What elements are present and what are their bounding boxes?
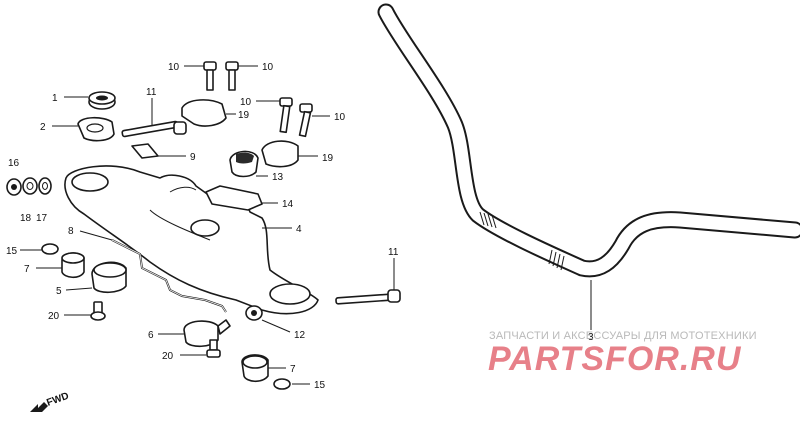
callout-14: 14 — [282, 199, 294, 210]
callout-9: 9 — [190, 152, 196, 163]
callout-10: 10 — [334, 112, 346, 123]
watermark-brand-logo: PARTSFOR.RU — [488, 340, 742, 378]
callout-10: 10 — [240, 97, 252, 108]
callout-7: 7 — [24, 264, 30, 275]
plate-9 — [131, 143, 159, 159]
callout-4: 4 — [296, 224, 302, 235]
bolt-10c — [279, 97, 293, 134]
callout-3: 3 — [588, 332, 594, 343]
bush-7-upper — [61, 252, 85, 279]
washer-17 — [38, 177, 52, 195]
washer-plate-2 — [77, 116, 115, 142]
bolt-10a — [203, 61, 217, 91]
callout-2: 2 — [40, 122, 46, 133]
callout-8: 8 — [68, 226, 74, 237]
callout-13: 13 — [272, 172, 284, 183]
washer-15-lower — [273, 378, 291, 390]
callout-10: 10 — [262, 62, 274, 73]
bolt-11-upper — [121, 120, 187, 138]
upper-holder-19a — [181, 99, 227, 127]
callout-12: 12 — [294, 330, 306, 341]
bolt-11-right — [335, 289, 401, 305]
watermark-tagline: ЗАПЧАСТИ И АКСЕССУАРЫ ДЛЯ МОТОТЕХНИКИ — [489, 330, 757, 342]
callout-5: 5 — [56, 286, 62, 297]
callout-11: 11 — [388, 247, 399, 258]
lower-holder-6 — [183, 319, 231, 348]
callout-18: 18 — [20, 213, 32, 224]
handlebar — [377, 3, 800, 330]
fwd-label: FWD — [45, 392, 70, 409]
callout-20: 20 — [162, 351, 174, 362]
callout-1: 1 — [52, 93, 58, 104]
nut-16 — [6, 178, 22, 196]
lower-holder-5 — [91, 261, 127, 294]
callout-labels: 10 10 10 10 1 2 11 19 9 19 16 13 18 17 1… — [6, 62, 594, 391]
callout-15: 15 — [314, 380, 326, 391]
callout-10: 10 — [168, 62, 180, 73]
callout-20: 20 — [48, 311, 60, 322]
bolt-10b — [225, 61, 239, 91]
leader-lines — [20, 65, 395, 385]
washer-15-upper — [41, 243, 59, 255]
callout-6: 6 — [148, 330, 154, 341]
handlebar-holder-body — [64, 165, 319, 315]
washer-18 — [22, 177, 38, 195]
forward-indicator: FWD — [28, 391, 78, 423]
cushion-13 — [229, 150, 259, 178]
callout-19: 19 — [238, 110, 250, 121]
nut-12 — [245, 305, 263, 321]
wire-8-inner — [111, 239, 227, 313]
plate-14 — [205, 185, 263, 211]
bolt-20-left — [90, 301, 106, 321]
callout-7: 7 — [290, 364, 296, 375]
bolt-20-lower — [206, 339, 221, 358]
bush-7-lower — [241, 354, 269, 383]
forward-arrow-icon — [30, 402, 48, 412]
callout-15: 15 — [6, 246, 18, 257]
callout-16: 16 — [8, 158, 20, 169]
upper-holder-19b — [261, 140, 299, 168]
callout-19: 19 — [322, 153, 334, 164]
bolt-10d — [298, 103, 313, 138]
rubber-cushion-1 — [88, 91, 116, 110]
callout-11: 11 — [146, 87, 157, 98]
callout-17: 17 — [36, 213, 48, 224]
